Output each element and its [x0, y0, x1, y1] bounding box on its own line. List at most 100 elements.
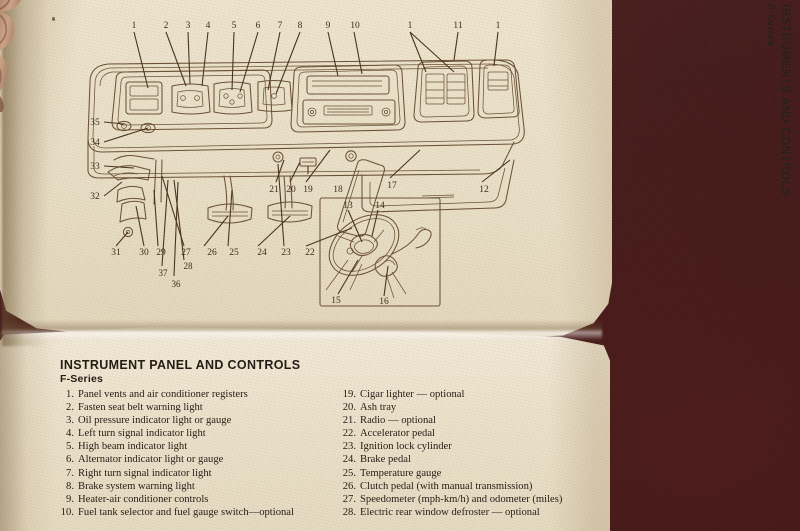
list-item-number: 19. [342, 389, 356, 400]
list-item-text: Temperature gauge [360, 467, 442, 479]
svg-text:18: 18 [333, 185, 343, 195]
list-item: 9. Heater-air conditioner controls [60, 493, 318, 506]
callout-leaders [103, 31, 511, 297]
list-item-text: Cigar lighter — optional [360, 389, 465, 400]
svg-text:12: 12 [479, 185, 489, 195]
svg-text:16: 16 [379, 297, 389, 307]
list-subtitle: F-Series [60, 373, 104, 385]
list-item-number: 6. [66, 454, 74, 466]
svg-text:34: 34 [90, 138, 100, 148]
svg-text:10: 10 [350, 21, 360, 31]
list-item-text: Brake system warning light [78, 480, 195, 492]
list-item: 8.Brake system warning light [60, 480, 318, 493]
list-title: INSTRUMENT PANEL AND CONTROLS [60, 358, 301, 372]
svg-text:4: 4 [206, 21, 211, 31]
svg-text:6: 6 [256, 21, 261, 31]
svg-text:13: 13 [343, 201, 353, 211]
list-item: 28.Electric rear window defroster — opti… [342, 506, 600, 519]
list-item-number: 25. [342, 467, 356, 479]
steering-wheel-inset [319, 197, 441, 307]
list-item-text: Heater-air conditioner controls [78, 493, 209, 505]
cluster-knobs [116, 120, 156, 134]
list-item: 23. Ignition lock cylinder [342, 440, 600, 453]
list-item-text: Speedometer (mph-km/h) and odometer (mil… [360, 493, 563, 505]
running-head-title: INSTRUMENTS AND CONTROLS [779, 4, 791, 197]
list-item: 24. Brake pedal [342, 453, 600, 466]
list-item-text: Electric rear window defroster — optiona… [360, 506, 540, 518]
list-item: 26.Clutch pedal (with manual transmissio… [342, 480, 600, 493]
svg-text:32: 32 [90, 192, 100, 202]
list-item-text: Radio — optional [360, 415, 436, 427]
list-item-number: 2. [66, 402, 74, 414]
svg-text:33: 33 [90, 162, 100, 172]
svg-text:36: 36 [172, 279, 182, 289]
svg-text:14: 14 [375, 201, 385, 211]
page-gutter-shadow [2, 0, 48, 346]
list-columns: 1. Panel vents and air conditioner regist… [60, 388, 600, 519]
list-item: 10.Fuel tank selector and fuel gauge swi… [60, 506, 318, 519]
list-item-text: Panel vents and air conditioner register… [78, 389, 248, 400]
svg-text:25: 25 [229, 248, 239, 258]
svg-text:11: 11 [453, 21, 462, 31]
svg-text:20: 20 [286, 185, 296, 195]
list-item-text: Right turn signal indicator light [78, 467, 212, 479]
list-item: 22.Accelerator pedal [342, 427, 600, 440]
svg-text:31: 31 [111, 248, 121, 258]
svg-text:3: 3 [186, 21, 191, 31]
list-item-text: Brake pedal [360, 454, 411, 466]
list-item: 6. Alternator indicator light or gauge [60, 453, 318, 466]
svg-text:26: 26 [207, 248, 217, 258]
svg-text:30: 30 [139, 248, 149, 258]
heater-radio-stack [290, 64, 406, 133]
gauge-pods [125, 79, 293, 115]
list-item: 1. Panel vents and air conditioner regist… [60, 388, 318, 401]
list-item: 7.Right turn signal indicator light [60, 467, 318, 480]
list-item-number: 10. [60, 506, 74, 518]
svg-text:22: 22 [305, 248, 315, 258]
list-item-text: Accelerator pedal [360, 428, 435, 440]
ash-tray-and-lighter [272, 150, 357, 167]
instrument-panel-list: INSTRUMENT PANEL AND CONTROLS F-Series 1… [60, 358, 600, 531]
svg-text:1: 1 [408, 21, 413, 31]
callout-numbers: 1 2 3 4 5 6 7 8 9 10 1 11 1 35 34 33 32 … [90, 21, 500, 307]
list-item-number: 1. [66, 389, 74, 400]
paper-speck [52, 17, 55, 21]
svg-text:8: 8 [298, 21, 303, 31]
list-item: 3. Oil pressure indicator light or gauge [60, 414, 318, 427]
svg-text:27: 27 [181, 248, 191, 258]
list-item: 20.Ash tray [342, 401, 600, 414]
right-vent-register [413, 60, 475, 123]
list-item-text: High beam indicator light [78, 441, 188, 453]
list-item-text: Ignition lock cylinder [360, 441, 452, 453]
list-item-number: 20. [342, 402, 356, 414]
list-item: 19. Cigar lighter — optional [342, 388, 600, 401]
instrument-panel-diagram: .ln { fill:none; stroke:#6b5136; stroke-… [62, 10, 562, 310]
svg-text:35: 35 [90, 118, 100, 128]
list-item: 5. High beam indicator light [60, 440, 318, 453]
steering-column-and-pedals [107, 154, 386, 238]
list-item-number: 3. [66, 415, 74, 427]
list-item-text: Oil pressure indicator light or gauge [78, 415, 232, 427]
page-gutter-shadow-lower [0, 332, 26, 531]
list-column-right: 19.Cigar lighter — optional 20.Ash tray … [342, 388, 600, 519]
svg-text:24: 24 [257, 248, 267, 258]
list-column-left: 1. Panel vents and air conditioner regist… [60, 388, 318, 519]
svg-text:2: 2 [164, 21, 169, 31]
list-item-text: Left turn signal indicator light [78, 428, 206, 440]
list-item-number: 23. [342, 441, 356, 453]
svg-text:37: 37 [159, 268, 169, 278]
list-item: 21.Radio — optional [342, 414, 600, 427]
list-item-number: 24. [342, 454, 356, 466]
svg-text:23: 23 [281, 248, 291, 258]
list-item-number: 4. [66, 428, 74, 440]
svg-text:19: 19 [303, 185, 313, 195]
running-head-subtitle: F-Series [765, 4, 776, 46]
svg-text:15: 15 [331, 296, 341, 306]
list-item-number: 9. [66, 493, 74, 505]
list-item-text: Alternator indicator light or gauge [78, 454, 224, 466]
thumb-shape [0, 0, 22, 91]
running-head: INSTRUMENTS AND CONTROLS F-Series [765, 4, 794, 197]
svg-text:5: 5 [232, 21, 237, 31]
list-item-number: 5. [66, 441, 74, 453]
list-item-number: 26. [342, 480, 356, 492]
